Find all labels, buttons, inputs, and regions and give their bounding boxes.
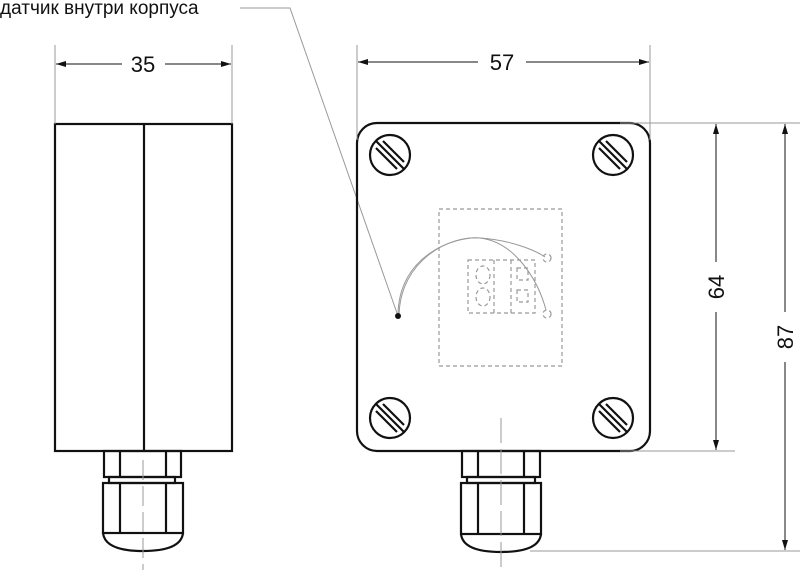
dimension-35: 35 bbox=[54, 45, 233, 124]
internal-board bbox=[438, 208, 563, 367]
dimension-label: 64 bbox=[704, 275, 729, 299]
screw-icon bbox=[368, 396, 412, 440]
sensor-leader-line bbox=[240, 7, 399, 317]
screw-icon bbox=[591, 133, 635, 177]
sensor-wire bbox=[395, 237, 547, 319]
dimension-57: 57 bbox=[356, 45, 651, 140]
dimension-64: 64 bbox=[530, 122, 800, 552]
dimension-label: 87 bbox=[773, 325, 798, 349]
dimension-label: 35 bbox=[131, 52, 155, 77]
sensor-point bbox=[395, 313, 401, 319]
dimension-87: 87 bbox=[773, 124, 798, 550]
screw-icon bbox=[368, 133, 412, 177]
cable-gland-side bbox=[101, 449, 185, 553]
sensor-label: датчик внутри корпуса bbox=[0, 0, 199, 19]
screw-icon bbox=[591, 396, 635, 440]
front-view bbox=[355, 121, 652, 570]
dimension-label: 57 bbox=[490, 50, 514, 75]
side-view bbox=[53, 122, 234, 570]
